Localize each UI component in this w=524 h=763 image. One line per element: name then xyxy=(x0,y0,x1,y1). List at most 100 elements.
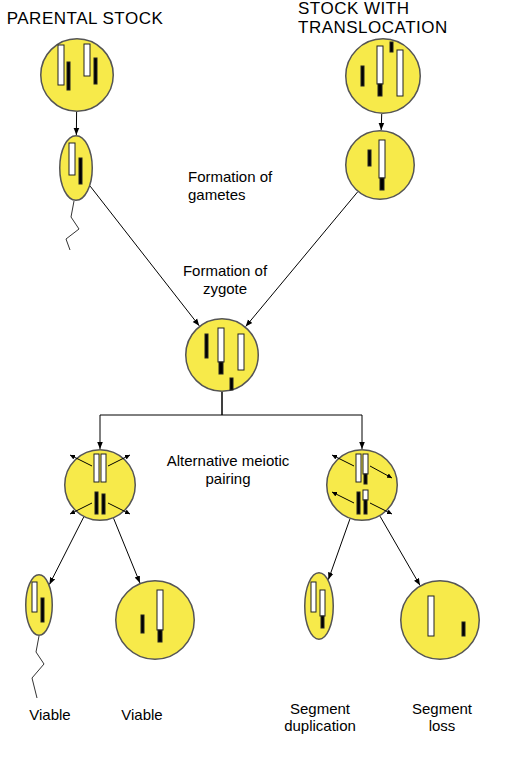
sperm-cell xyxy=(56,133,96,251)
separation-arrow xyxy=(332,455,354,466)
process-arrow xyxy=(381,114,383,130)
chromosome xyxy=(32,582,37,612)
cell-circle xyxy=(345,130,415,200)
cell-outline xyxy=(20,572,58,702)
chromosome xyxy=(363,454,368,474)
chromosome xyxy=(79,158,82,184)
cell-circle xyxy=(326,449,398,521)
separation-arrow xyxy=(70,455,92,466)
chromosome xyxy=(218,328,224,362)
chromosome xyxy=(361,66,364,86)
cell-body xyxy=(116,581,195,660)
process-arrow xyxy=(100,392,222,449)
chromosome xyxy=(94,58,97,84)
chromosome xyxy=(158,630,162,642)
cell-outline xyxy=(304,572,334,640)
cell-outline xyxy=(115,580,195,660)
outcome-label: Segment duplication xyxy=(275,700,365,735)
separation-arrow xyxy=(332,492,354,503)
chromosome xyxy=(462,622,465,636)
cell-body xyxy=(60,136,93,201)
process-label: Formation of gametes xyxy=(188,168,278,204)
cell-circle: PARENTAL STOCK xyxy=(40,38,114,112)
cell-body xyxy=(41,39,114,112)
process-arrow xyxy=(76,112,77,135)
chromosome xyxy=(377,46,383,84)
process-label: Formation of zygote xyxy=(180,262,270,298)
stock-heading: PARENTAL STOCK xyxy=(0,10,170,29)
separation-arrow xyxy=(70,503,92,514)
process-label: Alternative meiotic pairing xyxy=(148,452,308,488)
cell-outline xyxy=(40,38,114,112)
cell-circle: Segment duplication xyxy=(304,572,334,640)
chromosome xyxy=(311,582,316,612)
cell-circle: Segment loss xyxy=(400,580,480,660)
outcome-label: Viable xyxy=(112,706,172,723)
chromosome xyxy=(157,590,163,630)
chromosome xyxy=(141,615,144,633)
chromosome xyxy=(67,62,70,90)
cell-body xyxy=(65,450,136,521)
outcome-label: Segment loss xyxy=(397,700,487,735)
process-arrow xyxy=(114,518,140,583)
chromosome xyxy=(364,500,367,514)
chromosome xyxy=(58,45,64,85)
cell-outline xyxy=(400,580,480,660)
cell-body xyxy=(26,575,53,636)
process-arrow xyxy=(222,392,362,449)
chromosome xyxy=(321,616,324,628)
separation-arrow xyxy=(108,503,130,514)
chromosome xyxy=(102,494,105,514)
cell-body xyxy=(346,131,415,200)
chromosome xyxy=(428,596,434,636)
chromosome xyxy=(357,492,360,514)
chromosome xyxy=(379,140,385,178)
cell-body xyxy=(327,450,398,521)
stock-heading: STOCK WITH TRANSLOCATION xyxy=(298,0,498,37)
sperm-cell: Viable xyxy=(20,572,58,702)
separation-arrow xyxy=(108,455,130,466)
cell-circle: STOCK WITH TRANSLOCATION xyxy=(345,38,421,114)
chromosome xyxy=(41,598,44,622)
cell-outline xyxy=(185,318,259,392)
chromosome xyxy=(84,44,90,76)
cell-outline xyxy=(345,38,421,114)
process-arrow xyxy=(90,186,199,326)
chromosome xyxy=(320,590,325,616)
cell-body xyxy=(305,573,334,640)
chromosome xyxy=(238,334,244,370)
process-arrow xyxy=(328,519,350,580)
chromosome xyxy=(69,143,75,175)
cell-circle xyxy=(64,449,136,521)
chromosome xyxy=(95,492,98,514)
process-arrow xyxy=(380,516,420,585)
process-arrow xyxy=(246,192,358,327)
chromosome xyxy=(397,50,403,96)
separation-arrow xyxy=(370,466,392,478)
cell-outline xyxy=(56,133,96,251)
cell-outline xyxy=(345,130,415,200)
chromosome xyxy=(380,178,384,190)
cell-body xyxy=(401,581,480,660)
sperm-tail xyxy=(32,636,44,698)
chromosome xyxy=(364,474,367,484)
chromosome xyxy=(230,378,233,390)
chromosome xyxy=(378,84,382,96)
cell-outline xyxy=(64,449,136,521)
cell-circle xyxy=(185,318,259,392)
chromosome xyxy=(94,454,99,482)
chromosome xyxy=(356,454,361,482)
cell-outline xyxy=(326,449,398,521)
cell-circle: Viable xyxy=(115,580,195,660)
sperm-tail xyxy=(66,201,79,250)
process-arrow xyxy=(49,517,83,584)
chromosome xyxy=(205,334,208,358)
cell-body xyxy=(346,39,421,114)
chromosome xyxy=(363,490,368,500)
chromosome xyxy=(390,42,393,52)
separation-arrow xyxy=(370,503,392,514)
chromosome xyxy=(101,454,106,482)
cell-body xyxy=(186,319,259,392)
outcome-label: Viable xyxy=(20,706,80,723)
